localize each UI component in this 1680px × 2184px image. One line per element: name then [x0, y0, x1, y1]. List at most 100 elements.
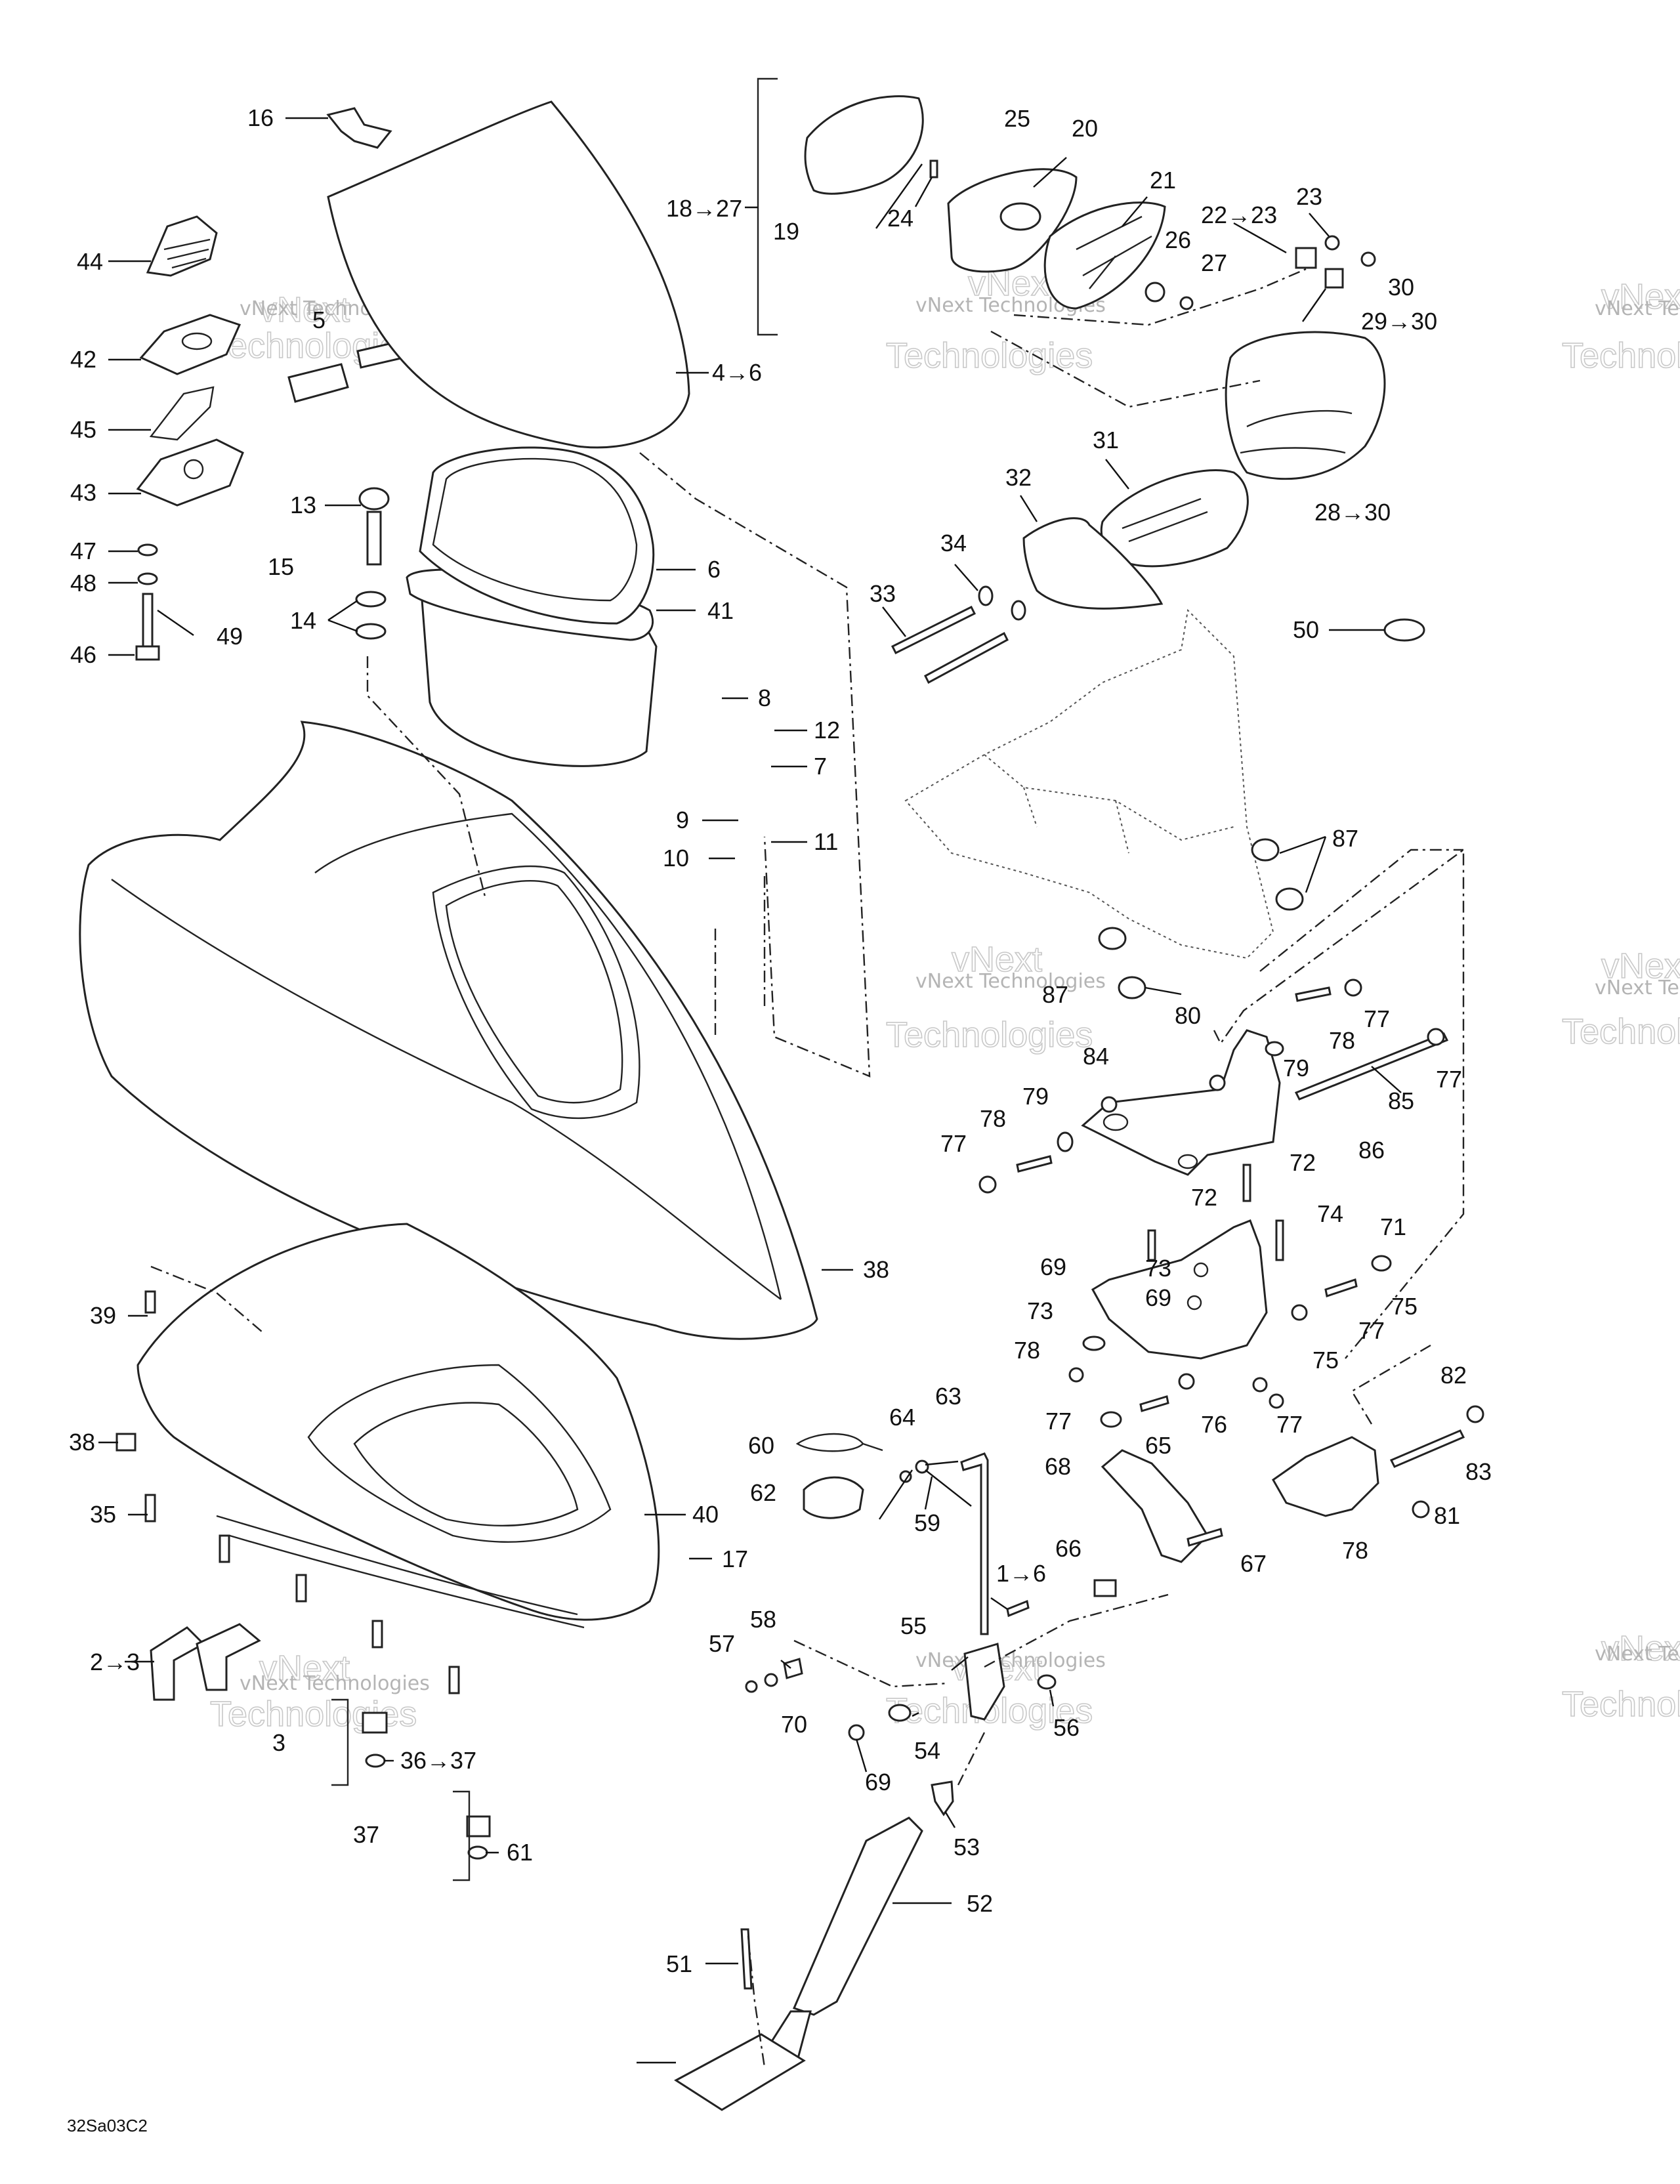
callout-20: 20 [1072, 115, 1098, 142]
callout-31: 31 [1093, 427, 1119, 453]
part-nut-77d [1371, 1255, 1392, 1272]
callout-56: 1→6 [996, 1560, 1046, 1587]
callout-62: 63 [935, 1383, 961, 1410]
callout-83: 81 [1434, 1502, 1460, 1529]
callout-60: 62 [750, 1479, 776, 1506]
part-clip-16 [326, 107, 392, 149]
callout-73b: 78 [1014, 1337, 1040, 1364]
part-nut-77f [1466, 1405, 1484, 1423]
part-washer-69a [1082, 1335, 1106, 1351]
callout-49: 49 [217, 623, 243, 650]
part-bolt-82 [1389, 1429, 1465, 1468]
part-nut-23 [1324, 235, 1340, 251]
part-nut-22 [1295, 247, 1317, 269]
part-nut-58 [745, 1680, 758, 1693]
part-nut-30 [1360, 251, 1376, 267]
part-bracket-71 [1091, 1219, 1268, 1360]
watermark-8: vNext Technologies [1595, 976, 1680, 999]
callout-75b: 76 [1201, 1411, 1227, 1438]
part-plate-51 [674, 2033, 806, 2111]
callout-41: 41 [707, 597, 734, 624]
part-grommet-87d [1118, 976, 1146, 999]
callout-53: 52 [967, 1890, 993, 1917]
callout-70: 69 [865, 1769, 891, 1796]
callout-44: 44 [77, 248, 103, 275]
callout-81: 78 [1342, 1537, 1368, 1564]
callout-26: 26 [1165, 226, 1191, 253]
callout-77c: 77 [940, 1130, 967, 1157]
part-damper-53 [792, 1816, 923, 2016]
callout-38a: 39 [90, 1302, 116, 1329]
part-nut-77b [1427, 1028, 1445, 1046]
callout-43: 43 [70, 479, 96, 506]
callout-39: 38 [69, 1429, 95, 1456]
part-screw-39 [116, 1433, 136, 1452]
callout-30: 30 [1388, 274, 1414, 301]
callout-6: 6 [707, 556, 721, 583]
callout-67: 66 [1055, 1535, 1082, 1562]
part-grommet-87c [1098, 927, 1127, 950]
part-nut-80b [1101, 1096, 1118, 1113]
callout-labels: 16 44 42 45 43 47 48 46 49 5 13 15 14 4→… [67, 104, 1492, 2135]
part-bolt-78a [1295, 986, 1332, 1002]
callout-18-27: 18→27 [666, 195, 742, 222]
part-link-66 [963, 1643, 1005, 1721]
callout-5: 5 [312, 306, 326, 333]
callout-23: 23 [1296, 183, 1322, 210]
watermark-large-4: vNext [952, 940, 1042, 979]
callout-78c: 77 [1358, 1317, 1385, 1344]
callout-2-3: 3 [272, 1729, 285, 1756]
part-washer-69b [888, 1704, 912, 1722]
callout-54: 53 [954, 1834, 980, 1860]
callout-82: 83 [1465, 1458, 1492, 1485]
callout-78b: 78 [980, 1105, 1006, 1132]
callout-42: 42 [70, 346, 96, 373]
callout-35: 40 [692, 1501, 719, 1528]
callout-33: 33 [870, 580, 896, 607]
part-nut-37 [467, 1845, 488, 1860]
part-nut-3 [365, 1754, 386, 1768]
part-washer-34a [978, 585, 994, 606]
callout-85: 85 [1388, 1087, 1414, 1114]
watermark-large-8: vNext [1601, 946, 1680, 986]
callout-55: 56 [1053, 1714, 1080, 1741]
part-bolt-33b [924, 631, 1009, 684]
callout-1-6: 38 [863, 1256, 889, 1283]
part-clamp-50 [1383, 618, 1425, 642]
watermark-large-7: vNext [1601, 277, 1680, 316]
part-bolt-72a [1242, 1164, 1251, 1202]
part-ball-joint-54 [931, 1780, 954, 1816]
part-washer-64 [899, 1470, 912, 1483]
callout-4-6: 4→6 [712, 359, 762, 386]
callout-64: 59 [914, 1509, 940, 1536]
callout-80b: 84 [1083, 1043, 1109, 1070]
part-nut-77e [1100, 1411, 1122, 1428]
watermark-7: vNext Technologies [1595, 297, 1680, 320]
part-boot-60 [803, 1476, 864, 1519]
callout-87b: 87 [1042, 981, 1068, 1008]
watermark-large-7b: Technologies [1562, 336, 1680, 375]
callout-22-23: 22→23 [1201, 201, 1277, 228]
watermark-9: vNext Technologies [1595, 1643, 1680, 1666]
part-nut-80a [1209, 1074, 1226, 1091]
callout-19: 19 [773, 218, 799, 245]
part-clamp-61 [795, 1433, 883, 1452]
part-spacer-59 [783, 1658, 803, 1679]
part-mirror-glass-19 [804, 95, 924, 195]
callout-69b: 73 [1027, 1297, 1053, 1324]
part-washer-14b [355, 623, 387, 640]
callout-12: 12 [814, 717, 840, 744]
callout-34: 34 [940, 530, 967, 556]
part-pin-52 [740, 1928, 753, 1990]
part-nut-63 [915, 1460, 929, 1474]
part-frame-outline [904, 608, 1274, 959]
callout-8: 8 [758, 684, 771, 711]
part-nut-76 [1252, 1377, 1268, 1393]
part-grommet-87b [1275, 887, 1304, 911]
part-grommet-87a [1251, 838, 1280, 862]
callout-7: 7 [814, 753, 827, 780]
watermark-5: vNext Technologies [240, 1672, 430, 1695]
callout-66: 55 [900, 1612, 927, 1639]
callout-77e: 82 [1440, 1362, 1467, 1389]
part-nut-77a [1344, 978, 1362, 997]
